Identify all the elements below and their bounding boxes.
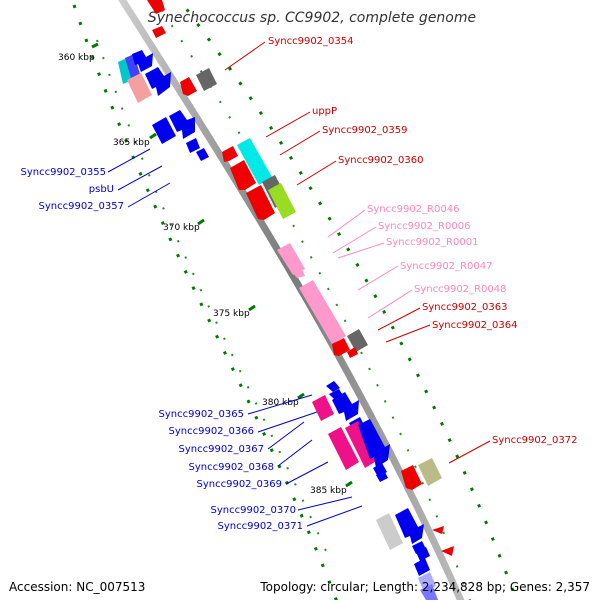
- gene-feature[interactable]: [347, 347, 358, 358]
- scale-label-380: 380 kbp: [262, 398, 299, 408]
- gene-label[interactable]: Syncc9902_0354: [268, 36, 354, 47]
- gene-label[interactable]: Syncc9902_R0001: [386, 237, 478, 248]
- gene-feature[interactable]: [127, 73, 152, 103]
- gene-feature[interactable]: [145, 67, 171, 96]
- gene-feature[interactable]: [180, 77, 197, 96]
- gene-label[interactable]: Syncc9902_0359: [322, 125, 408, 136]
- gene-label[interactable]: Syncc9902_0360: [338, 155, 424, 166]
- scale-track-outer-left: [72, 4, 338, 600]
- gene-feature[interactable]: [376, 470, 388, 482]
- gene-label[interactable]: Syncc9902_0357: [39, 201, 125, 212]
- gene-label[interactable]: uppP: [312, 106, 337, 117]
- gene-feature[interactable]: [441, 546, 454, 556]
- gene-feature[interactable]: [432, 526, 444, 534]
- gene-feature[interactable]: [152, 117, 176, 144]
- gene-label[interactable]: Syncc9902_0366: [169, 426, 255, 437]
- gene-label[interactable]: Syncc9902_0364: [432, 320, 518, 331]
- gene-feature[interactable]: [418, 458, 442, 486]
- gene-label[interactable]: Syncc9902_0369: [197, 479, 283, 490]
- genome-backbone: [118, 0, 465, 600]
- gene-feature[interactable]: [147, 0, 165, 14]
- scale-label-360: 360 kbp: [58, 53, 95, 63]
- gene-feature[interactable]: [118, 58, 132, 84]
- gene-feature[interactable]: [230, 160, 256, 190]
- gene-label[interactable]: Syncc9902_0367: [179, 444, 265, 455]
- gene-label[interactable]: Syncc9902_0365: [159, 409, 245, 420]
- gene-feature[interactable]: [312, 395, 334, 421]
- gene-feature[interactable]: [299, 280, 346, 344]
- gene-label[interactable]: Syncc9902_R0006: [378, 221, 470, 232]
- gene-feature[interactable]: [292, 267, 305, 278]
- scale-label-385: 385 kbp: [310, 486, 347, 496]
- gene-feature[interactable]: [237, 138, 272, 185]
- forward-genes: [118, 50, 209, 161]
- gene-feature[interactable]: [152, 26, 166, 38]
- gene-feature[interactable]: [268, 183, 296, 219]
- gene-label[interactable]: Syncc9902_0363: [422, 302, 508, 313]
- left-leader-lines: [107, 148, 363, 527]
- gene-feature[interactable]: [414, 558, 430, 576]
- gene-feature[interactable]: [169, 110, 195, 139]
- gene-label[interactable]: Syncc9902_R0047: [400, 261, 492, 272]
- scale-track-inner-right: [154, 0, 471, 600]
- gene-feature[interactable]: [401, 465, 422, 490]
- gene-label[interactable]: Syncc9902_0355: [21, 167, 107, 178]
- gene-label[interactable]: Syncc9902_R0048: [414, 284, 506, 295]
- gene-feature[interactable]: [125, 54, 140, 78]
- genome-summary: Topology: circular; Length: 2,234,828 bp…: [260, 580, 590, 594]
- scale-label-365: 365 kbp: [113, 138, 150, 148]
- gene-label[interactable]: Syncc9902_0371: [218, 521, 304, 532]
- gene-label[interactable]: Syncc9902_0370: [211, 505, 297, 516]
- scale-track-outer-right: [177, 0, 518, 600]
- right-leader-lines: [224, 41, 491, 464]
- gene-feature[interactable]: [277, 243, 305, 275]
- right-gene-labels: Syncc9902_0354 uppP Syncc9902_0359 Syncc…: [268, 36, 578, 446]
- reverse-genes: [147, 0, 454, 556]
- gene-feature[interactable]: [132, 50, 153, 72]
- scale-label-370: 370 kbp: [163, 223, 200, 233]
- genome-title: Synechococcus sp. CC9902, complete genom…: [148, 10, 476, 26]
- accession-label: Accession: NC_007513: [9, 580, 146, 594]
- gene-label[interactable]: Syncc9902_0368: [189, 462, 275, 473]
- gene-feature[interactable]: [358, 419, 390, 468]
- gene-feature[interactable]: [416, 547, 430, 561]
- gene-feature[interactable]: [420, 584, 438, 600]
- left-gene-labels: Syncc9902_0355 psbU Syncc9902_0357 Syncc…: [21, 167, 304, 532]
- gene-label[interactable]: psbU: [89, 184, 114, 195]
- gene-feature[interactable]: [376, 513, 403, 550]
- gene-feature[interactable]: [347, 329, 368, 352]
- gene-feature[interactable]: [395, 508, 424, 544]
- gene-feature[interactable]: [332, 338, 350, 356]
- gene-feature[interactable]: [328, 427, 359, 470]
- gene-feature[interactable]: [326, 381, 340, 392]
- gene-feature[interactable]: [186, 138, 200, 153]
- gene-feature[interactable]: [222, 146, 238, 162]
- forward-genes-lower: [312, 381, 438, 600]
- gene-feature[interactable]: [196, 68, 217, 91]
- scale-label-375: 375 kbp: [213, 309, 250, 319]
- gene-feature[interactable]: [332, 392, 359, 421]
- gene-feature[interactable]: [246, 185, 275, 220]
- gene-label[interactable]: Syncc9902_R0046: [367, 204, 459, 215]
- gene-feature[interactable]: [196, 148, 209, 161]
- gene-label[interactable]: Syncc9902_0372: [492, 435, 578, 446]
